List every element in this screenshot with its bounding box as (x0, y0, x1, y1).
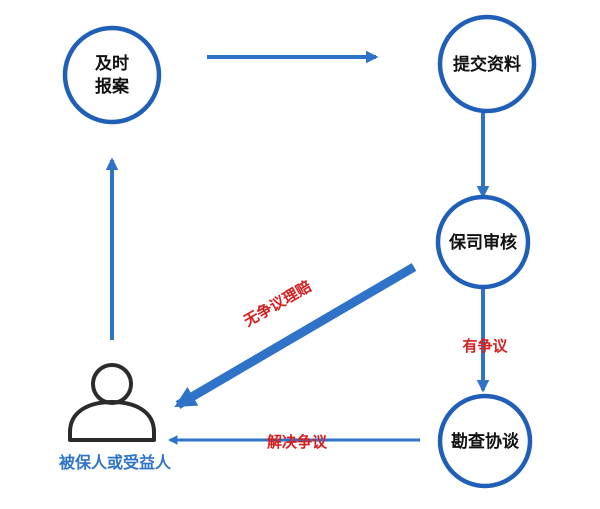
edge-label-resolve: 解决争议 (267, 433, 328, 451)
node-submit: 提交资料 (437, 14, 537, 114)
node-report-label-line1: 及时 (95, 54, 129, 74)
node-report-circle (62, 25, 162, 125)
node-review-label: 保司审核 (448, 232, 517, 253)
node-review: 保司审核 (435, 194, 531, 290)
person-label: 被保人或受益人 (59, 453, 172, 472)
arrows (105, 50, 490, 445)
person-icon (68, 363, 156, 442)
node-negotiate-circle (437, 393, 533, 489)
person-icon-body (68, 400, 156, 442)
node-report-label-line2: 报案 (95, 76, 130, 97)
node-negotiate-label: 勘查协谈 (451, 431, 520, 452)
edge-label-dispute: 有争议 (462, 337, 508, 355)
person-icon-head (91, 363, 133, 405)
node-submit-label: 提交资料 (453, 54, 521, 75)
node-report: 及时 报案 (62, 25, 162, 125)
node-submit-circle (437, 14, 537, 114)
node-review-circle (435, 194, 531, 290)
arrow-review-to-person (174, 263, 417, 409)
edge-label-no-dispute: 无争议理赔 (240, 277, 315, 331)
node-negotiate: 勘查协谈 (437, 393, 533, 489)
